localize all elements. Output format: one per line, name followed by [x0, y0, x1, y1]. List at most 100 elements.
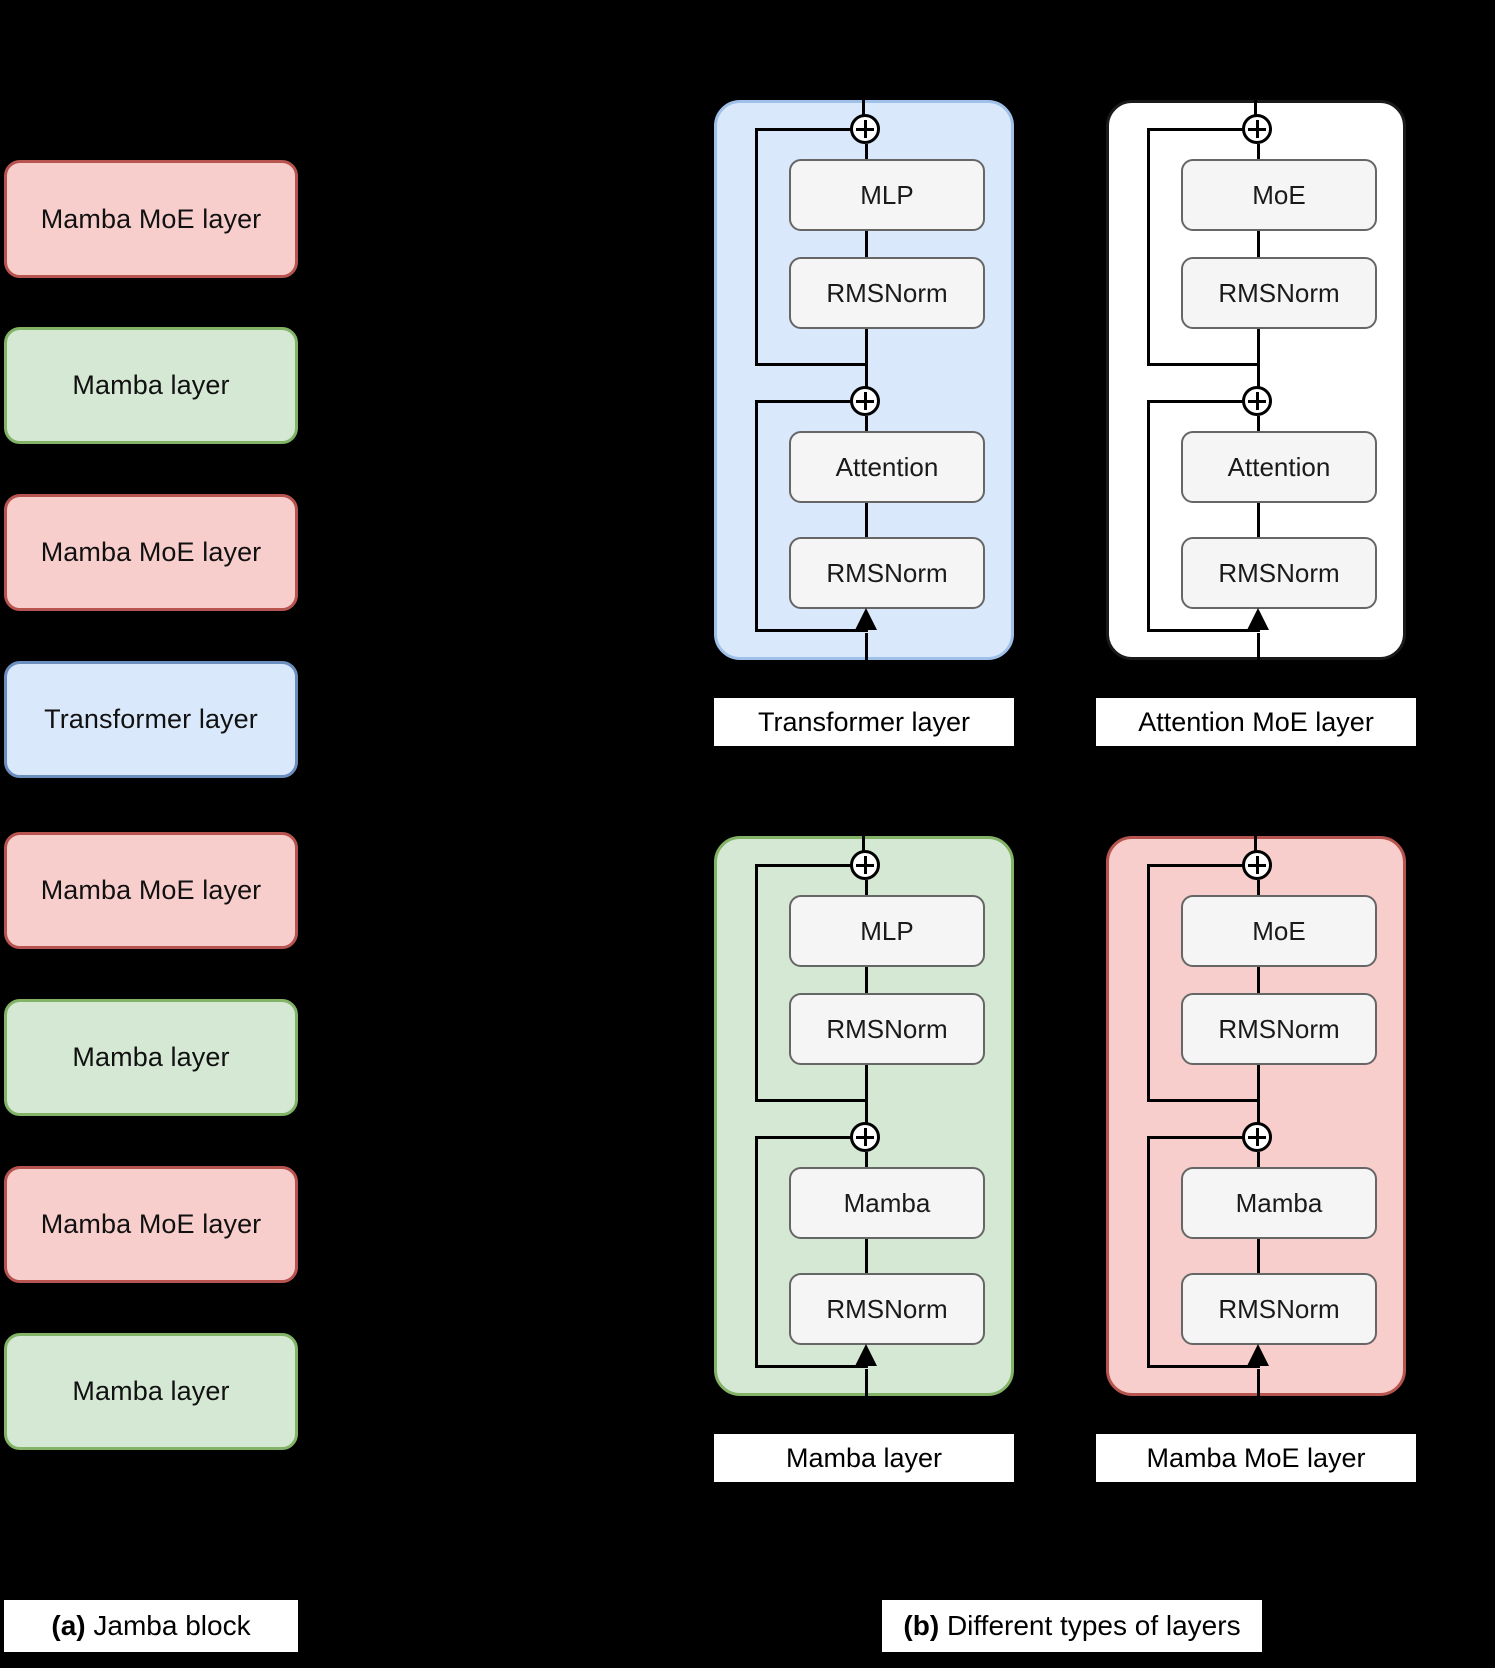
- residual-add-icon-lower: [1242, 1122, 1272, 1152]
- op-label: MoE: [1252, 915, 1306, 946]
- wire: [1257, 1064, 1260, 1124]
- input-arrow-icon: [855, 1344, 877, 1366]
- op-label: Attention: [1227, 451, 1331, 482]
- layer-card-mamba[interactable]: MLP RMSNorm Mamba RMSNorm Mamba layer: [714, 824, 1014, 1482]
- jamba-block-column: Mamba MoE layer Mamba layer Mamba MoE la…: [4, 160, 298, 1530]
- caption-a: (a) Jamba block: [4, 1600, 298, 1652]
- wire: [865, 328, 868, 388]
- jamba-layer-label: Mamba MoE layer: [40, 1209, 262, 1239]
- jamba-layer-label: Mamba MoE layer: [40, 203, 262, 234]
- skip-wire-left: [1147, 128, 1150, 366]
- op-box-rmsnorm-lower[interactable]: RMSNorm: [1181, 1273, 1377, 1345]
- op-label: RMSNorm: [826, 1013, 948, 1044]
- wire: [1257, 144, 1260, 161]
- residual-add-icon-lower: [850, 1122, 880, 1152]
- output-wire: [1254, 88, 1257, 126]
- op-label: Attention: [835, 451, 939, 482]
- skip-wire-left-2: [1147, 1136, 1150, 1368]
- op-label: RMSNorm: [1218, 1293, 1340, 1324]
- jamba-layer-6[interactable]: Mamba MoE layer: [4, 1166, 298, 1283]
- op-label: RMSNorm: [826, 277, 948, 308]
- layer-card-label: Attention MoE layer: [1096, 698, 1416, 746]
- op-label: Mamba: [843, 1187, 931, 1218]
- wire: [865, 965, 868, 995]
- skip-wire-left-2: [755, 1136, 758, 1368]
- layer-body: MoE RMSNorm Attention RMSNorm: [1106, 100, 1406, 668]
- residual-add-icon-lower: [1242, 386, 1272, 416]
- skip-wire-top-2: [1147, 1136, 1243, 1139]
- input-wire: [865, 633, 868, 668]
- wire: [865, 1152, 868, 1169]
- op-label: RMSNorm: [1218, 277, 1340, 308]
- jamba-layer-label: Transformer layer: [44, 704, 258, 734]
- op-box-rmsnorm-lower[interactable]: RMSNorm: [1181, 537, 1377, 609]
- jamba-layer-label: Mamba layer: [72, 370, 230, 400]
- caption-a-text: Jamba block: [85, 1610, 251, 1641]
- skip-wire-top-2: [755, 1136, 851, 1139]
- caption-b-tag: (b): [903, 1610, 940, 1641]
- skip-wire-top: [1147, 128, 1243, 131]
- layer-card-mamba-moe[interactable]: MoE RMSNorm Mamba RMSNorm Mamba MoE laye…: [1096, 824, 1416, 1482]
- jamba-layer-1[interactable]: Mamba layer: [4, 327, 298, 444]
- skip-wire-bottom-2: [1147, 629, 1260, 632]
- skip-wire-top: [1147, 864, 1243, 867]
- jamba-layer-5[interactable]: Mamba layer: [4, 999, 298, 1116]
- jamba-layer-label: Mamba layer: [72, 1042, 230, 1072]
- jamba-layer-0[interactable]: Mamba MoE layer: [4, 160, 298, 278]
- skip-wire-top-2: [755, 400, 851, 403]
- op-box-moe[interactable]: MoE: [1181, 895, 1377, 967]
- skip-wire-left-2: [1147, 400, 1150, 632]
- caption-b-text: Different types of layers: [939, 1610, 1241, 1641]
- op-label: RMSNorm: [826, 557, 948, 588]
- op-box-rmsnorm-upper[interactable]: RMSNorm: [1181, 993, 1377, 1065]
- output-wire: [862, 824, 865, 862]
- op-box-moe[interactable]: MoE: [1181, 159, 1377, 231]
- op-label: RMSNorm: [1218, 1013, 1340, 1044]
- caption-a-tag: (a): [51, 1610, 86, 1641]
- op-label: MoE: [1252, 179, 1306, 210]
- op-label: RMSNorm: [1218, 557, 1340, 588]
- op-box-rmsnorm-upper[interactable]: RMSNorm: [1181, 257, 1377, 329]
- skip-wire-left: [1147, 864, 1150, 1102]
- layer-types-panel: MLP RMSNorm Attention RMSNorm: [690, 88, 1450, 1530]
- op-box-rmsnorm-upper[interactable]: RMSNorm: [789, 993, 985, 1065]
- op-box-mamba[interactable]: Mamba: [1181, 1167, 1377, 1239]
- op-box-mamba[interactable]: Mamba: [789, 1167, 985, 1239]
- op-box-attention[interactable]: Attention: [789, 431, 985, 503]
- input-arrow-icon: [1247, 1344, 1269, 1366]
- layer-card-attention-moe[interactable]: MoE RMSNorm Attention RMSNorm Attention …: [1096, 88, 1416, 746]
- op-box-rmsnorm-upper[interactable]: RMSNorm: [789, 257, 985, 329]
- wire: [1257, 328, 1260, 388]
- op-box-rmsnorm-lower[interactable]: RMSNorm: [789, 537, 985, 609]
- skip-wire-bottom: [1147, 1099, 1260, 1102]
- op-box-rmsnorm-lower[interactable]: RMSNorm: [789, 1273, 985, 1345]
- skip-wire-top: [755, 128, 851, 131]
- op-label: MLP: [860, 179, 914, 210]
- jamba-layer-2[interactable]: Mamba MoE layer: [4, 494, 298, 611]
- output-wire: [1254, 824, 1257, 862]
- wire: [865, 501, 868, 539]
- skip-wire-bottom-2: [755, 629, 868, 632]
- wire: [865, 416, 868, 433]
- jamba-layer-3[interactable]: Transformer layer: [4, 661, 298, 778]
- jamba-layer-label: Mamba layer: [72, 1376, 230, 1406]
- wire: [1257, 880, 1260, 897]
- skip-wire-bottom-2: [755, 1365, 868, 1368]
- op-box-attention[interactable]: Attention: [1181, 431, 1377, 503]
- wire: [865, 144, 868, 161]
- op-box-mlp[interactable]: MLP: [789, 159, 985, 231]
- wire: [1257, 501, 1260, 539]
- wire: [1257, 965, 1260, 995]
- skip-wire-bottom: [1147, 363, 1260, 366]
- op-box-mlp[interactable]: MLP: [789, 895, 985, 967]
- jamba-layer-label: Mamba MoE layer: [40, 537, 262, 567]
- residual-add-icon-lower: [850, 386, 880, 416]
- skip-wire-left: [755, 864, 758, 1102]
- layer-card-transformer[interactable]: MLP RMSNorm Attention RMSNorm: [714, 88, 1014, 746]
- input-wire: [1257, 1369, 1260, 1404]
- wire: [865, 229, 868, 259]
- layer-card-label: Transformer layer: [714, 698, 1014, 746]
- jamba-layer-7[interactable]: Mamba layer: [4, 1333, 298, 1450]
- jamba-layer-4[interactable]: Mamba MoE layer: [4, 832, 298, 949]
- layer-body: MLP RMSNorm Attention RMSNorm: [714, 100, 1014, 668]
